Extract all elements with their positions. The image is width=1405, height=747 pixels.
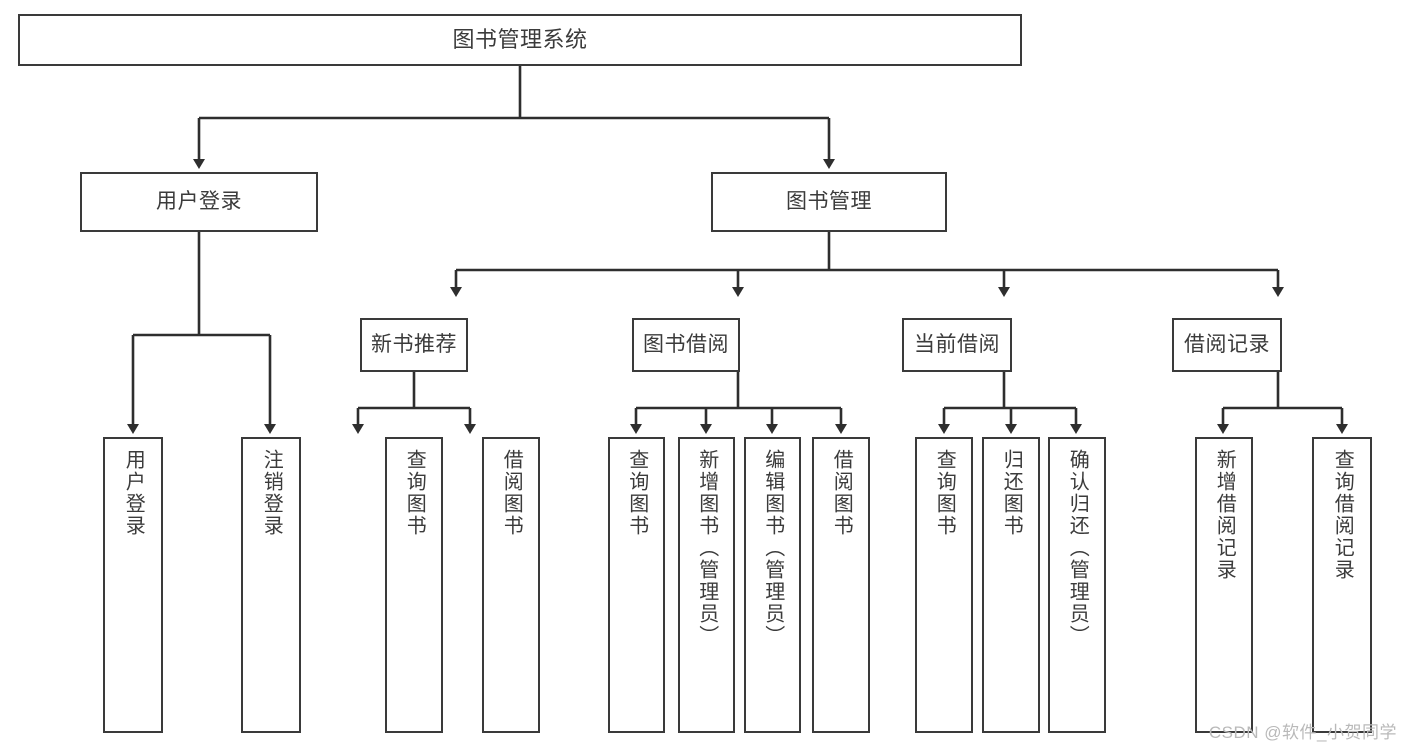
node-book-management[interactable]: 图书管理 (711, 172, 947, 232)
leaf-label: 查询图书 (625, 449, 648, 537)
leaf-label: 查询借阅记录 (1331, 449, 1354, 581)
leaf-label: 用户登录 (122, 449, 145, 537)
leaf-new-book-query[interactable]: 查询图书 (385, 437, 443, 733)
node-book-borrow[interactable]: 图书借阅 (632, 318, 740, 372)
leaf-label: 借阅图书 (830, 449, 853, 537)
leaf-borrow-add-book[interactable]: 新增图书（管理员） (678, 437, 735, 733)
node-new-book-recommend-label: 新书推荐 (371, 332, 457, 356)
watermark: CSDN @软件_小贺同学 (1208, 723, 1397, 742)
leaf-new-book-borrow[interactable]: 借阅图书 (482, 437, 540, 733)
node-book-management-label: 图书管理 (786, 189, 872, 213)
leaf-label: 查询图书 (933, 449, 956, 537)
leaf-label: 查询图书 (403, 449, 426, 537)
leaf-label: 新增借阅记录 (1213, 449, 1236, 581)
leaf-current-confirm-return[interactable]: 确认归还（管理员） (1048, 437, 1106, 733)
node-new-book-recommend[interactable]: 新书推荐 (360, 318, 468, 372)
leaf-label: 确认归还（管理员） (1066, 449, 1089, 647)
node-book-borrow-label: 图书借阅 (643, 332, 729, 356)
node-root[interactable]: 图书管理系统 (18, 14, 1022, 66)
node-current-borrow[interactable]: 当前借阅 (902, 318, 1012, 372)
leaf-label: 注销登录 (260, 449, 283, 537)
leaf-label: 归还图书 (1000, 449, 1023, 537)
leaf-current-query-book[interactable]: 查询图书 (915, 437, 973, 733)
leaf-record-query[interactable]: 查询借阅记录 (1312, 437, 1372, 733)
leaf-label: 新增图书（管理员） (695, 449, 718, 647)
leaf-borrow-borrow-book[interactable]: 借阅图书 (812, 437, 870, 733)
node-current-borrow-label: 当前借阅 (914, 332, 1000, 356)
leaf-record-add[interactable]: 新增借阅记录 (1195, 437, 1253, 733)
node-root-label: 图书管理系统 (452, 27, 588, 53)
leaf-borrow-query-book[interactable]: 查询图书 (608, 437, 665, 733)
leaf-label: 借阅图书 (500, 449, 523, 537)
leaf-current-return-book[interactable]: 归还图书 (982, 437, 1040, 733)
leaf-label: 编辑图书（管理员） (761, 449, 784, 647)
leaf-user-login-login[interactable]: 用户登录 (103, 437, 163, 733)
node-user-login-label: 用户登录 (156, 189, 242, 213)
node-borrow-record[interactable]: 借阅记录 (1172, 318, 1282, 372)
node-user-login[interactable]: 用户登录 (80, 172, 318, 232)
leaf-borrow-edit-book[interactable]: 编辑图书（管理员） (744, 437, 801, 733)
node-borrow-record-label: 借阅记录 (1184, 332, 1270, 356)
leaf-user-login-logout[interactable]: 注销登录 (241, 437, 301, 733)
